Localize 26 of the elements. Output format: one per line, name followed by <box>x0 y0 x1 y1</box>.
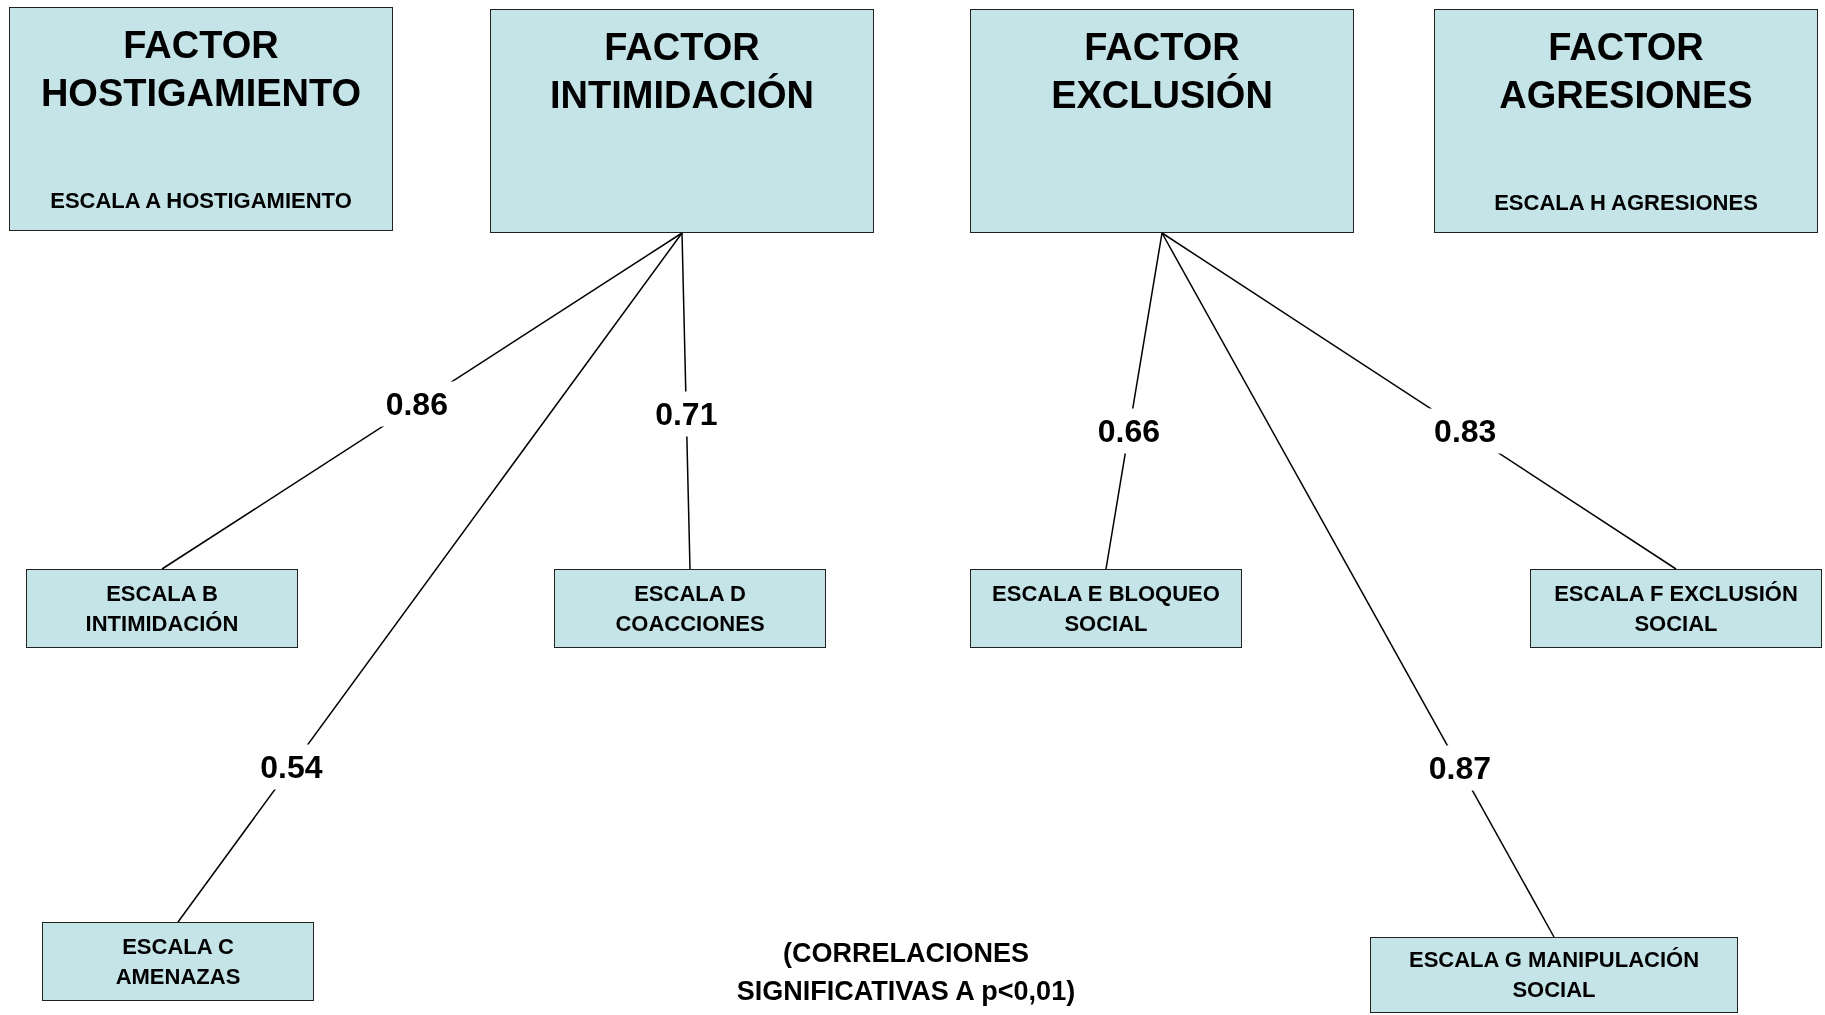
factor-title: FACTOR HOSTIGAMIENTO <box>39 23 363 116</box>
scale-label: ESCALA E BLOQUEO SOCIAL <box>991 579 1221 638</box>
connector-line <box>1161 232 1555 938</box>
factor-box <box>9 7 393 231</box>
factor-box <box>1434 9 1818 233</box>
scale-label: ESCALA D COACCIONES <box>614 579 766 638</box>
factor-box <box>1370 937 1738 1013</box>
factor-title: FACTOR EXCLUSIÓN <box>1050 25 1274 118</box>
factor-box <box>490 9 874 233</box>
scale-label: ESCALA H AGRESIONES <box>1494 190 1758 216</box>
factor-box <box>970 9 1354 233</box>
edge-label: 0.86 <box>377 381 456 427</box>
scale-label: ESCALA G MANIPULACIÓN SOCIAL <box>1407 946 1701 1004</box>
factor-box <box>42 922 314 1001</box>
factor-box <box>26 569 298 648</box>
factor-box <box>970 569 1242 648</box>
scale-label: ESCALA F EXCLUSIÓN SOCIAL <box>1553 579 1799 638</box>
factor-title: FACTOR AGRESIONES <box>1498 25 1754 118</box>
scale-label: ESCALA C AMENAZAS <box>114 932 242 991</box>
scale-label: ESCALA B INTIMIDACIÓN <box>84 579 240 638</box>
factor-title: FACTOR INTIMIDACIÓN <box>549 25 815 118</box>
scale-label: ESCALA A HOSTIGAMIENTO <box>50 188 352 214</box>
caption: (CORRELACIONES SIGNIFICATIVAS A p<0,01) <box>735 937 1077 1008</box>
factor-box <box>1530 569 1822 648</box>
connector-line <box>177 232 683 923</box>
factor-box <box>554 569 826 648</box>
